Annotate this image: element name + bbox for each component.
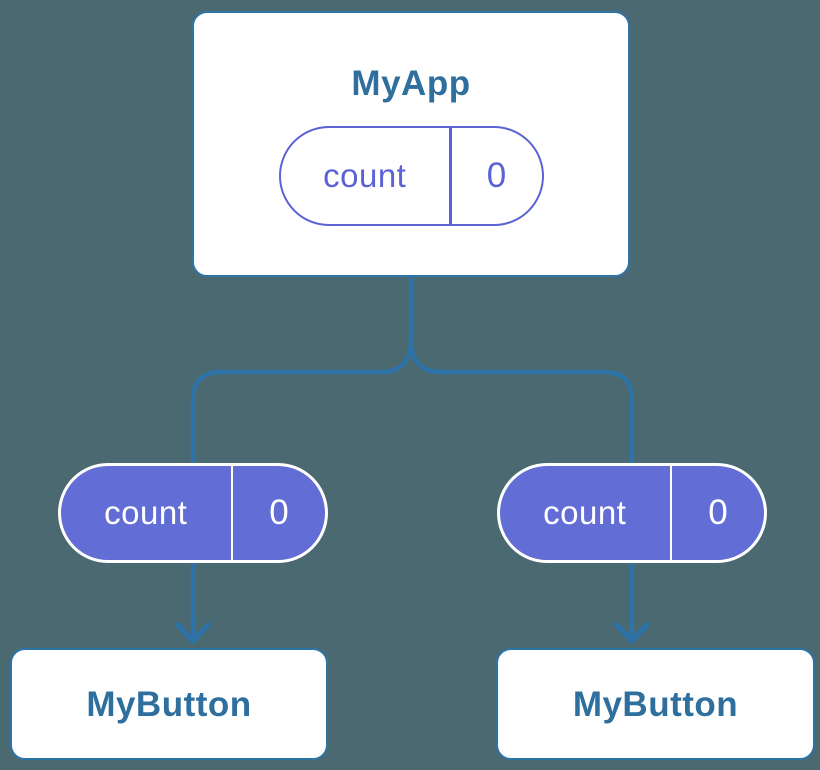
- node-mybutton-right: MyButton: [496, 648, 815, 760]
- prop-pill-right: count 0: [497, 463, 767, 563]
- prop-pill-left: count 0: [58, 463, 328, 563]
- arrowhead-left: [175, 622, 211, 644]
- state-pill: count 0: [278, 126, 544, 226]
- arrowhead-right: [614, 622, 650, 644]
- state-pill-value: 0: [486, 156, 507, 195]
- node-myapp: MyApp count 0: [192, 11, 630, 277]
- pill-divider: [230, 466, 233, 560]
- pill-divider: [449, 128, 452, 224]
- prop-pill-key: count: [543, 494, 627, 531]
- node-title: MyButton: [86, 684, 252, 724]
- pill-divider: [669, 466, 672, 560]
- left-branch-line: [190, 338, 414, 637]
- prop-pill-value: 0: [708, 493, 728, 532]
- prop-pill-key: count: [104, 494, 188, 531]
- node-title: MyApp: [351, 64, 471, 103]
- prop-pill-value: 0: [269, 493, 289, 532]
- right-branch-line: [408, 338, 635, 637]
- node-mybutton-left: MyButton: [10, 648, 328, 760]
- node-title: MyButton: [572, 684, 739, 724]
- state-pill-key: count: [323, 157, 407, 194]
